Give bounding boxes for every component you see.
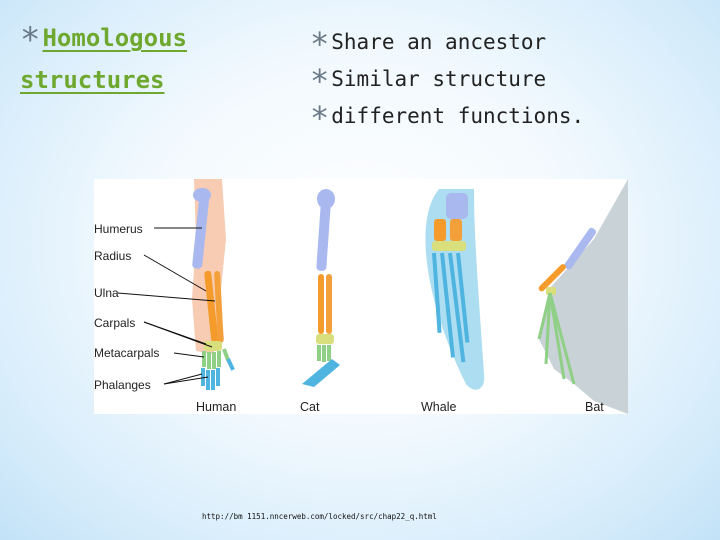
bat-wing-illustration <box>537 179 628 414</box>
label-cat: Cat <box>300 400 320 414</box>
whale-flipper-illustration <box>425 189 485 390</box>
bullet-star-icon: * <box>20 20 41 60</box>
label-ulna: Ulna <box>94 286 119 300</box>
bullet-item: *different functions. <box>310 94 710 137</box>
homologous-limbs-figure: Humerus Radius Ulna Carpals Metacarpals … <box>94 179 628 414</box>
bullet-item: *Similar structure <box>310 57 710 100</box>
bone-label-leaders <box>117 227 216 385</box>
label-bat: Bat <box>585 400 604 414</box>
label-metacarpals: Metacarpals <box>94 346 160 360</box>
bullet-star-icon: * <box>310 62 330 100</box>
human-arm-illustration <box>192 179 235 390</box>
bullet-item: *Share an ancestor <box>310 20 710 63</box>
label-radius: Radius <box>94 249 132 263</box>
label-phalanges: Phalanges <box>94 378 151 392</box>
slide-title-text: Homologous structures <box>20 24 187 94</box>
label-human: Human <box>196 400 237 414</box>
bullet-text: Similar structure <box>331 67 547 91</box>
cat-leg-illustration <box>302 189 340 387</box>
bullet-star-icon: * <box>310 99 330 137</box>
label-carpals: Carpals <box>94 316 136 330</box>
source-url: http://bm 1151.nncerweb.com/locked/src/c… <box>202 512 437 521</box>
bullet-star-icon: * <box>310 25 330 63</box>
slide-title: *Homologous structures <box>20 14 280 101</box>
bullet-text: different functions. <box>331 104 585 128</box>
label-humerus: Humerus <box>94 222 143 236</box>
label-whale: Whale <box>421 400 457 414</box>
limbs-illustration <box>117 179 628 414</box>
bullet-list: *Share an ancestor *Similar structure *d… <box>310 20 710 137</box>
bullet-text: Share an ancestor <box>331 30 547 54</box>
